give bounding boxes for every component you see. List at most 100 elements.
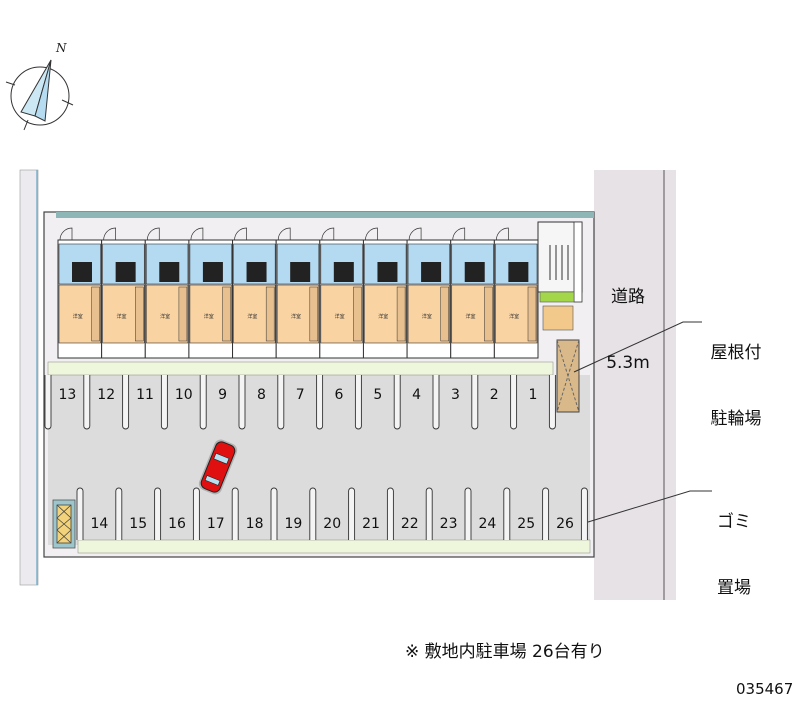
road-name: 道路 [611, 287, 645, 307]
parking-space: 9 [218, 387, 227, 403]
parking-space: 22 [401, 516, 419, 532]
space-divider [122, 375, 130, 430]
apartment-unit: 洋室 [144, 227, 190, 359]
space-divider [425, 487, 433, 540]
parking-space: 19 [284, 516, 302, 532]
compass-icon: N [5, 41, 74, 131]
bicycle-parking-label: 屋根付 駐輪場 [698, 298, 774, 452]
parking-space-number: 12 [97, 387, 115, 403]
parking-space: 26 [556, 516, 574, 532]
space-divider [548, 375, 556, 430]
room-label: 洋室 [422, 313, 432, 320]
compass-north-label: N [55, 41, 67, 55]
room-label: 洋室 [160, 313, 170, 320]
stairs [537, 221, 583, 303]
parking-space: 8 [257, 387, 266, 403]
apartment-unit: 洋室 [362, 227, 408, 359]
room-label: 洋室 [291, 313, 301, 320]
parking-space: 25 [517, 516, 535, 532]
apartment-unit: 洋室 [232, 227, 277, 359]
storage [542, 305, 574, 331]
room-label: 洋室 [204, 313, 214, 320]
parking-space-number: 19 [284, 516, 302, 532]
space-divider [393, 375, 401, 430]
parking-space: 16 [168, 516, 186, 532]
space-divider [154, 487, 162, 540]
green-strip-bottom [77, 539, 591, 554]
room-label: 洋室 [509, 313, 519, 320]
space-divider [348, 487, 356, 540]
parking-space: 5 [373, 387, 382, 403]
parking-space-number: 22 [401, 516, 419, 532]
parking-space-number: 4 [412, 387, 421, 403]
parking-space: 6 [335, 387, 344, 403]
apartment-unit: 洋室 [188, 227, 234, 359]
parking-space-number: 1 [529, 387, 538, 403]
room-label: 洋室 [378, 313, 388, 320]
parking-space-number: 9 [218, 387, 227, 403]
parking-space: 11 [136, 387, 154, 403]
garbage-line1: ゴミ [717, 512, 751, 532]
parking-space: 21 [362, 516, 380, 532]
parking-space-number: 10 [175, 387, 193, 403]
apartment-unit: 洋室 [406, 227, 452, 359]
car-icon [198, 439, 238, 495]
apartment-unit: 洋室 [57, 227, 103, 359]
parking-space-number: 23 [440, 516, 458, 532]
parking-space: 7 [296, 387, 305, 403]
parking-space: 13 [58, 387, 76, 403]
bicycle-parking-line2: 駐輪場 [710, 409, 762, 429]
parking-space-number: 11 [136, 387, 154, 403]
parking-space-number: 3 [451, 387, 460, 403]
parking-space: 23 [440, 516, 458, 532]
parking-space-number: 14 [90, 516, 108, 532]
apartment-unit: 洋室 [493, 227, 539, 359]
space-divider [432, 375, 440, 430]
garbage-callout-line [587, 490, 712, 523]
space-divider [238, 375, 246, 430]
parking-footnote: ※ 敷地内駐車場 26台有り [405, 642, 605, 662]
space-divider [503, 487, 511, 540]
space-divider [471, 375, 479, 430]
parking-space-number: 24 [478, 516, 496, 532]
parking-space: 14 [90, 516, 108, 532]
space-divider [316, 375, 324, 430]
apartment-unit: 洋室 [275, 227, 321, 359]
space-divider [580, 487, 588, 540]
parking-space-number: 8 [257, 387, 266, 403]
parking-space-number: 16 [168, 516, 186, 532]
road-label: 道路 5.3m [598, 242, 658, 396]
left-neighbor-strip [19, 169, 39, 586]
space-divider [199, 375, 207, 430]
parking-space: 10 [175, 387, 193, 403]
property-id: 035467 [736, 680, 794, 698]
green-strip-top [47, 361, 554, 376]
planting [539, 291, 575, 303]
parking-space: 15 [129, 516, 147, 532]
room-label: 洋室 [73, 313, 83, 320]
parking-space-number: 7 [296, 387, 305, 403]
parking-space: 4 [412, 387, 421, 403]
space-divider [309, 487, 317, 540]
parking-space: 17 [207, 516, 225, 532]
space-divider [464, 487, 472, 540]
space-divider [160, 375, 168, 430]
parking-space-number: 15 [129, 516, 147, 532]
space-divider [277, 375, 285, 430]
space-divider [192, 487, 200, 540]
parking-space-number: 6 [335, 387, 344, 403]
parking-space-number: 21 [362, 516, 380, 532]
apartment-unit: 洋室 [319, 227, 364, 359]
space-divider [44, 375, 52, 430]
space-divider [354, 375, 362, 430]
bicycle-callout-line [573, 321, 702, 373]
space-divider [83, 375, 91, 430]
room-label: 洋室 [335, 313, 345, 320]
space-divider [231, 487, 239, 540]
parking-space-number: 25 [517, 516, 535, 532]
garbage-area [52, 499, 76, 549]
bicycle-shelter [556, 339, 580, 413]
parking-space-number: 17 [207, 516, 225, 532]
parking-space-number: 5 [373, 387, 382, 403]
